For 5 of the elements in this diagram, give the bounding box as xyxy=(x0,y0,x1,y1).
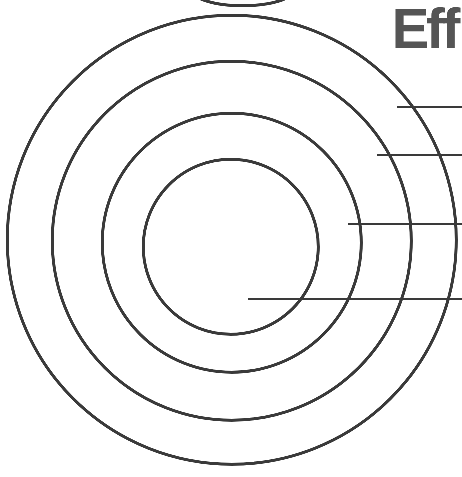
ring-circle xyxy=(51,60,413,422)
ring-circle xyxy=(101,112,363,374)
ring-circle xyxy=(142,158,320,336)
leader-line xyxy=(248,298,462,300)
heading-text: Eff xyxy=(392,0,458,61)
